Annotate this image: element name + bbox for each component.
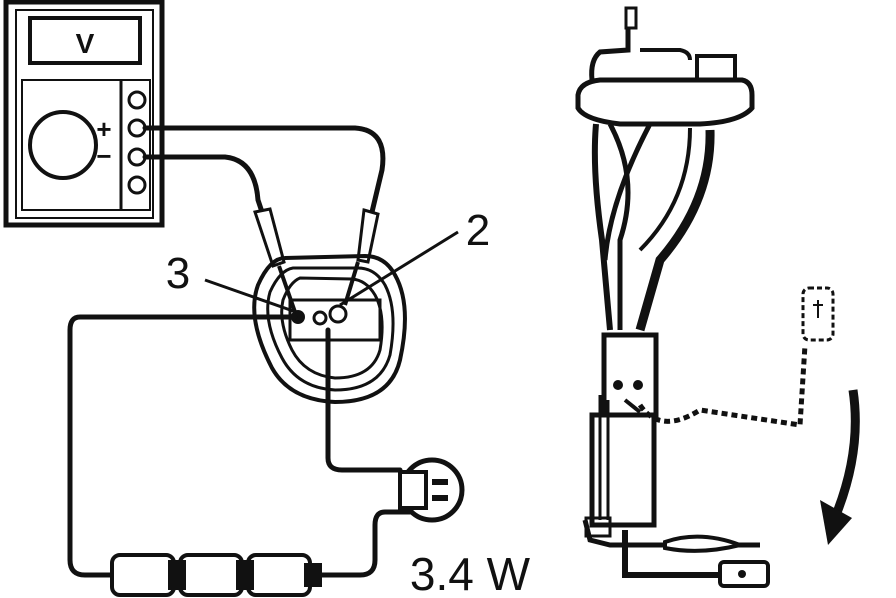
arrow-icon <box>820 389 860 545</box>
callout-label-2: 2 <box>466 206 490 255</box>
bulb-icon <box>398 457 465 523</box>
bulb-rating: 3.4 W <box>410 548 531 598</box>
meter-plus-symbol: + <box>96 114 111 144</box>
meter-display-text: V <box>76 28 95 59</box>
meter-minus-symbol: − <box>96 141 111 171</box>
probe-positive <box>343 208 380 306</box>
callout-label-3: 3 <box>166 249 190 298</box>
battery-icon <box>110 553 322 597</box>
float-arm-icon <box>637 286 835 428</box>
meter-leads <box>142 125 386 215</box>
callout-line-3 <box>204 278 297 314</box>
circuit-wires <box>67 314 413 578</box>
connector-icon <box>252 253 407 405</box>
callout-line-2 <box>339 230 459 307</box>
fuel-sender-unit-icon <box>575 6 770 588</box>
